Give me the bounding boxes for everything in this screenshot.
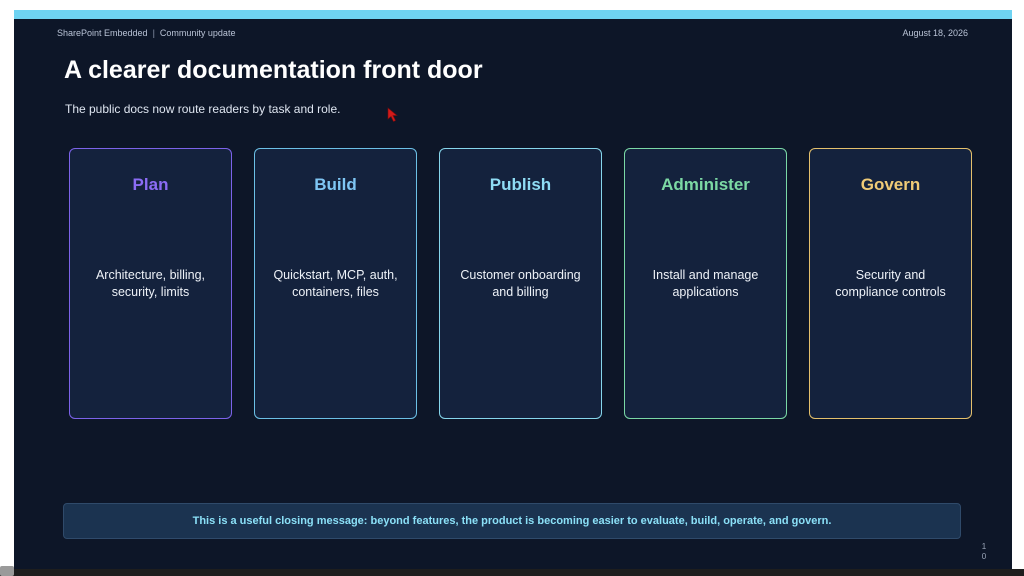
card-title: Publish [489, 175, 552, 194]
accent-bar [14, 10, 1012, 19]
page-number: 1 0 [980, 542, 988, 562]
card-build: Build Quickstart, MCP, auth, containers,… [254, 148, 417, 419]
card-administer: Administer Install and manage applicatio… [624, 148, 787, 419]
closing-message-banner: This is a useful closing message: beyond… [63, 503, 961, 539]
card-description: Security and compliance controls [835, 267, 946, 300]
card-title: Govern [860, 175, 921, 194]
closing-message: This is a useful closing message: beyond… [192, 515, 832, 527]
mouse-pointer-icon [387, 107, 398, 122]
card-title: Administer [661, 175, 750, 194]
section-name: Community update [159, 28, 236, 38]
card-description: Architecture, billing, security, limits [95, 267, 206, 300]
window-bottom-strip [0, 569, 1024, 576]
role-cards: Plan Architecture, billing, security, li… [69, 148, 977, 421]
card-publish: Publish Customer onboarding and billing [439, 148, 602, 419]
card-description: Quickstart, MCP, auth, containers, files [273, 267, 398, 300]
card-plan: Plan Architecture, billing, security, li… [69, 148, 232, 419]
corner-thumbnail[interactable] [0, 566, 14, 576]
slide-subtitle: The public docs now route readers by tas… [65, 102, 341, 116]
card-title: Plan [132, 175, 169, 194]
slide-header: SharePoint Embedded | Community update [57, 28, 235, 38]
slide-title: A clearer documentation front door [64, 56, 483, 84]
product-name: SharePoint Embedded [57, 28, 148, 38]
header-separator: | [152, 28, 155, 38]
card-description: Customer onboarding and billing [460, 267, 581, 300]
card-govern: Govern Security and compliance controls [809, 148, 972, 419]
card-description: Install and manage applications [652, 267, 759, 300]
card-title: Build [314, 175, 357, 194]
slide-date: August 18, 2026 [902, 28, 968, 38]
presentation-slide: SharePoint Embedded | Community update Aug… [14, 10, 1012, 569]
page-number-digit: 1 [981, 542, 987, 551]
page-number-digit: 0 [981, 552, 987, 561]
